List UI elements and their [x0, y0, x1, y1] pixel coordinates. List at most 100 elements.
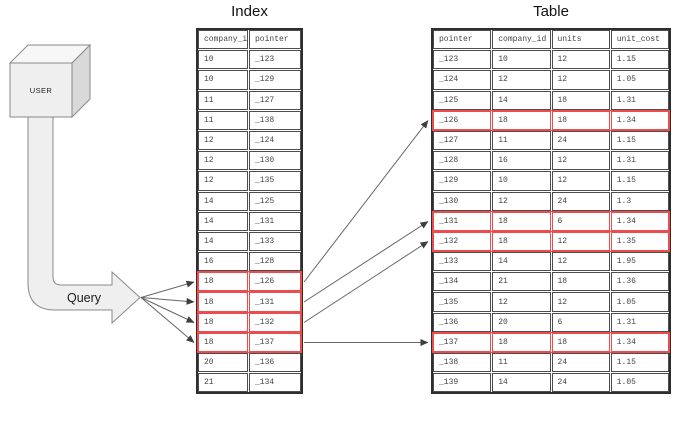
table-cell: 24: [551, 373, 610, 393]
table-cell: 12: [492, 70, 551, 90]
table-cell: 18: [492, 332, 551, 352]
table-cell: _135: [249, 171, 301, 191]
table-cell: 12: [551, 70, 610, 90]
table-cell: 20: [198, 353, 248, 373]
query-to-index-arrow: [140, 297, 195, 343]
table-cell: 1.31: [610, 312, 669, 332]
table-cell: _133: [249, 231, 301, 252]
table-cell: 1.05: [610, 292, 669, 312]
table-row: 12_135: [198, 171, 301, 191]
table-row: 14_133: [198, 231, 301, 252]
table-cell: 18: [492, 110, 551, 130]
table-cell: 18: [551, 110, 610, 130]
table-cell: 16: [198, 252, 248, 272]
table-cell: 12: [492, 191, 551, 211]
table-cell: 12: [198, 171, 248, 191]
table-cell: 14: [198, 231, 248, 252]
user-cube-shape: [8, 43, 92, 119]
column-header-cell: pointer: [433, 30, 492, 50]
table-cell: _132: [433, 231, 492, 252]
table-cell: _132: [249, 312, 301, 332]
table-cell: 12: [551, 231, 610, 252]
query-to-index-arrow: [140, 297, 195, 305]
table-cell: 1.31: [610, 90, 669, 110]
table-cell: 12: [198, 130, 248, 151]
table-cell: 21: [198, 373, 248, 393]
table-cell: 16: [492, 151, 551, 171]
table-cell: 1.35: [610, 231, 669, 252]
table-cell: _136: [249, 353, 301, 373]
table-cell: 18: [551, 90, 610, 110]
table-cell: 14: [492, 373, 551, 393]
table-row: 12_124: [198, 130, 301, 151]
table-cell: 1.34: [610, 211, 669, 231]
table-cell: _128: [249, 252, 301, 272]
table-cell: 24: [551, 353, 610, 373]
table-row-highlighted: 18_132: [198, 312, 301, 332]
table-cell: 10: [492, 50, 551, 70]
query-arrow-label: Query: [66, 290, 102, 305]
table-cell: _128: [433, 151, 492, 171]
table-cell: 1.15: [610, 50, 669, 70]
table-cell: _124: [433, 70, 492, 90]
table-cell: 18: [551, 272, 610, 292]
table-row-highlighted: 18_137: [198, 332, 301, 352]
table-row: 11_127: [198, 90, 301, 110]
table-row: 20_136: [198, 353, 301, 373]
table-cell: 12: [198, 151, 248, 171]
table-cell: _127: [433, 130, 492, 151]
index-to-table-arrows: [303, 120, 429, 346]
table-row: 14_125: [198, 191, 301, 211]
table-cell: 1.34: [610, 332, 669, 352]
table-cell: 10: [198, 50, 248, 70]
table-row-highlighted: 18_131: [198, 292, 301, 312]
table-cell: _124: [249, 130, 301, 151]
table-row: 11_138: [198, 110, 301, 130]
table-cell: _138: [249, 110, 301, 130]
table-cell: 14: [492, 252, 551, 272]
index-to-table-arrow: [303, 221, 429, 303]
table-cell: 20: [492, 312, 551, 332]
table-cell: 11: [492, 353, 551, 373]
table-cell: 11: [198, 110, 248, 130]
table-cell: _130: [249, 151, 301, 171]
table-cell: 1.15: [610, 130, 669, 151]
table-cell: _134: [249, 373, 301, 393]
table-cell: 12: [551, 252, 610, 272]
table-cell: _137: [433, 332, 492, 352]
main-table-title: Table: [533, 3, 569, 20]
table-row: 14_131: [198, 211, 301, 231]
query-to-index-arrows: [140, 280, 195, 343]
table-cell: 1.15: [610, 353, 669, 373]
table-cell: _126: [249, 272, 301, 292]
table-cell: 1.95: [610, 252, 669, 272]
table-cell: 18: [198, 292, 248, 312]
table-cell: 10: [198, 70, 248, 90]
table-cell: 12: [492, 292, 551, 312]
table-cell: 1.36: [610, 272, 669, 292]
table-cell: 24: [551, 191, 610, 211]
table-cell: 6: [551, 211, 610, 231]
table-cell: 18: [198, 272, 248, 292]
table-cell: 1.3: [610, 191, 669, 211]
table-cell: _123: [249, 50, 301, 70]
table-cell: 1.05: [610, 70, 669, 90]
table-cell: 1.34: [610, 110, 669, 130]
table-cell: 24: [551, 130, 610, 151]
table-row: 16_128: [198, 252, 301, 272]
table-cell: 18: [492, 231, 551, 252]
